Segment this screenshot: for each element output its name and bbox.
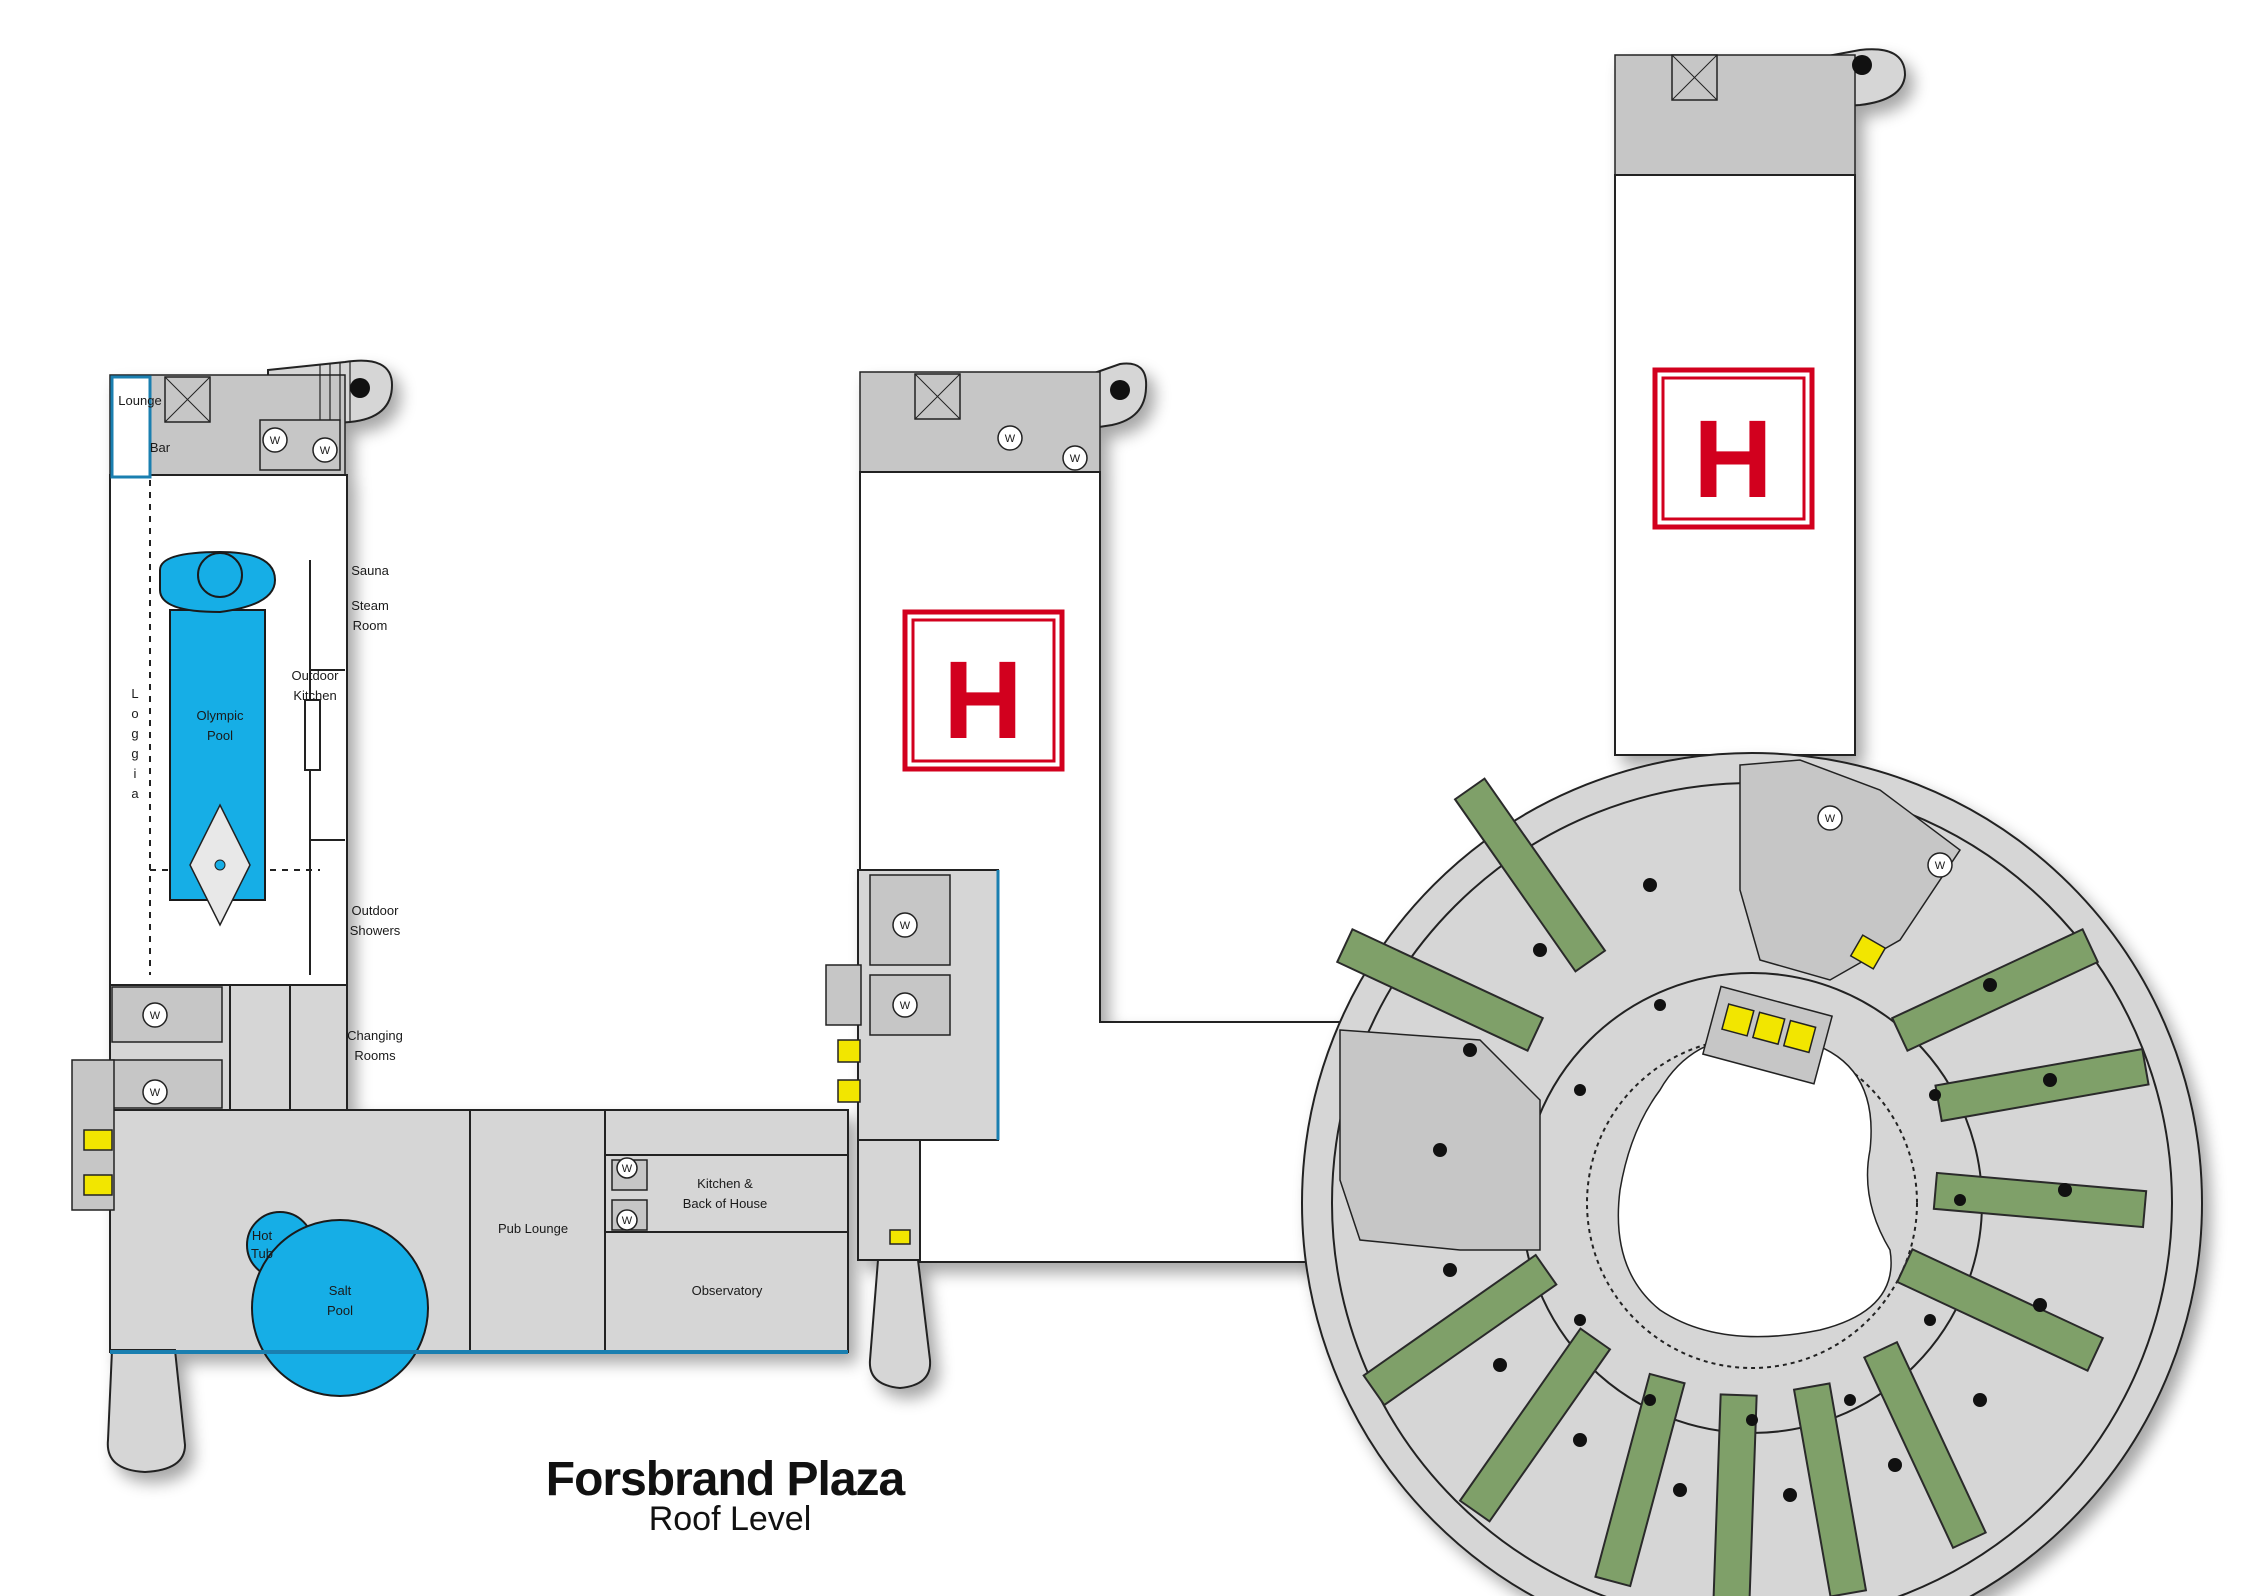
kitchen-boh-label-2: Back of House	[683, 1196, 768, 1211]
svg-text:W: W	[622, 1215, 633, 1227]
washroom-icon: W	[262, 427, 288, 453]
rotunda-columns	[1433, 878, 2072, 1502]
steam-room-label-2: Room	[353, 618, 388, 633]
svg-text:W: W	[900, 920, 911, 932]
salt-pool-label-1: Salt	[329, 1283, 352, 1298]
rotunda-details	[1331, 759, 2173, 1596]
hot-tub-label-2: Tub	[251, 1246, 273, 1261]
svg-text:W: W	[270, 435, 281, 447]
olympic-pool-label-1: Olympic	[197, 708, 244, 723]
planters	[1335, 777, 2150, 1596]
changing-rooms-label-2: Rooms	[354, 1048, 396, 1063]
right-tower-details: H	[1652, 54, 1872, 530]
changing-rooms-label-1: Changing	[347, 1028, 403, 1043]
olympic-pool-label-2: Pool	[207, 728, 233, 743]
observatory-label: Observatory	[692, 1283, 763, 1298]
washroom-icon: W	[892, 912, 918, 938]
helipad-tower-label: H	[1693, 398, 1772, 521]
svg-text:W: W	[900, 1000, 911, 1012]
sauna-label: Sauna	[351, 563, 389, 578]
washroom-icon: W	[1817, 805, 1843, 831]
svg-text:W: W	[320, 445, 331, 457]
left-wing-details	[71, 362, 848, 1397]
svg-text:W: W	[150, 1087, 161, 1099]
helipad-center: H	[902, 609, 1065, 772]
steam-room-label-1: Steam	[351, 598, 389, 613]
washroom-icon: W	[312, 437, 338, 463]
svg-text:W: W	[1935, 860, 1946, 872]
outdoor-showers-label-2: Showers	[350, 923, 401, 938]
kitchen-boh-label-1: Kitchen &	[697, 1176, 753, 1191]
outdoor-kitchen-label-2: Kitchen	[293, 688, 336, 703]
helipad-tower: H	[1652, 367, 1815, 530]
loggia-label-4: g	[131, 746, 138, 761]
washroom-icon: W	[1927, 852, 1953, 878]
svg-text:W: W	[1825, 813, 1836, 825]
center-wing	[857, 362, 1341, 1390]
lounge-label: Lounge	[118, 393, 161, 408]
washroom-icon: W	[142, 1079, 168, 1105]
washroom-icon: W	[997, 425, 1023, 451]
plan-title: Forsbrand Plaza	[546, 1453, 906, 1506]
plan-subtitle: Roof Level	[649, 1500, 812, 1538]
loggia-label-1: L	[131, 686, 138, 701]
washroom-icon: W	[142, 1002, 168, 1028]
hot-tub-label-1: Hot	[252, 1228, 273, 1243]
loggia-label-5: i	[134, 766, 137, 781]
room-labels: Lounge Bar Sauna Steam Room Outdoor Kitc…	[118, 393, 767, 1318]
svg-text:W: W	[1070, 453, 1081, 465]
pub-lounge-label: Pub Lounge	[498, 1221, 568, 1236]
loggia-label-6: a	[131, 786, 139, 801]
bar-label: Bar	[150, 440, 171, 455]
svg-text:W: W	[1005, 433, 1016, 445]
outdoor-kitchen-label-1: Outdoor	[292, 668, 340, 683]
washroom-icon: W	[1062, 445, 1088, 471]
washroom-icon: W	[892, 992, 918, 1018]
helipad-center-label: H	[943, 639, 1022, 762]
loggia-label-3: g	[131, 726, 138, 741]
outdoor-showers-label-1: Outdoor	[352, 903, 400, 918]
washroom-icon: W	[616, 1157, 638, 1179]
loggia-label-2: o	[131, 706, 138, 721]
salt-pool-label-2: Pool	[327, 1303, 353, 1318]
svg-text:W: W	[150, 1010, 161, 1022]
svg-text:W: W	[622, 1163, 633, 1175]
washrooms: W W W W W W W W W W W W	[142, 425, 1953, 1231]
washroom-icon: W	[616, 1209, 638, 1231]
